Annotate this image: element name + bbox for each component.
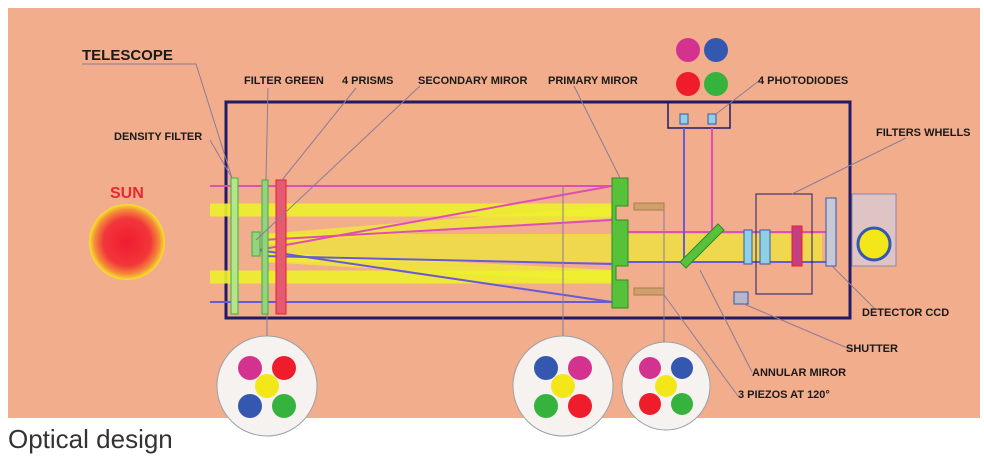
photodiode-housing (667, 101, 731, 129)
label-4-prisms: 4 PRISMS (342, 75, 393, 87)
label-shutter: SHUTTER (846, 343, 898, 355)
secondary-mirror (251, 231, 261, 257)
label-filter-green: FILTER GREEN (244, 75, 324, 87)
detector-ccd (825, 197, 837, 267)
label-sun: SUN (110, 185, 144, 202)
photodiode-group (679, 113, 717, 125)
pattern-circle-1 (216, 335, 318, 437)
label-detector-ccd: DETECTOR CCD (862, 307, 949, 319)
lens-1 (743, 229, 753, 265)
primary-mirror (611, 177, 629, 309)
filter-wheel-element (791, 225, 803, 267)
leader-lines (82, 63, 907, 397)
label-3-piezos: 3 PIEZOS AT 120° (738, 389, 830, 401)
label-density-filter: DENSITY FILTER (114, 131, 202, 143)
filters-wheels-box (755, 193, 813, 295)
pattern-circle-2 (512, 335, 614, 437)
photodiode (707, 113, 717, 125)
prisms-block (275, 179, 287, 315)
label-telescope: TELESCOPE (82, 47, 173, 64)
shutter (733, 291, 749, 305)
piezo-bottom (633, 287, 665, 296)
labels: TELESCOPE FILTER GREEN 4 PRISMS SECONDAR… (82, 47, 971, 401)
density-filter (230, 177, 239, 315)
label-secondary-miror: SECONDARY MIROR (418, 75, 527, 87)
sun-icon (89, 204, 165, 280)
lens-2 (759, 229, 771, 265)
label-4-photodiodes: 4 PHOTODIODES (758, 75, 848, 87)
ccd-image-circle (856, 226, 892, 262)
pattern-circle-3 (621, 341, 711, 431)
label-filters-whells: FILTERS WHELLS (876, 127, 971, 139)
photodiode (679, 113, 689, 125)
piezo-top (633, 202, 665, 211)
label-primary-miror: PRIMARY MIROR (548, 75, 638, 87)
annular-mirror (679, 223, 725, 269)
caption-optical-design: Optical design (8, 424, 173, 454)
photodiode-pattern (676, 38, 728, 96)
label-annular-miror: ANNULAR MIROR (752, 367, 846, 379)
green-filter (261, 179, 269, 315)
